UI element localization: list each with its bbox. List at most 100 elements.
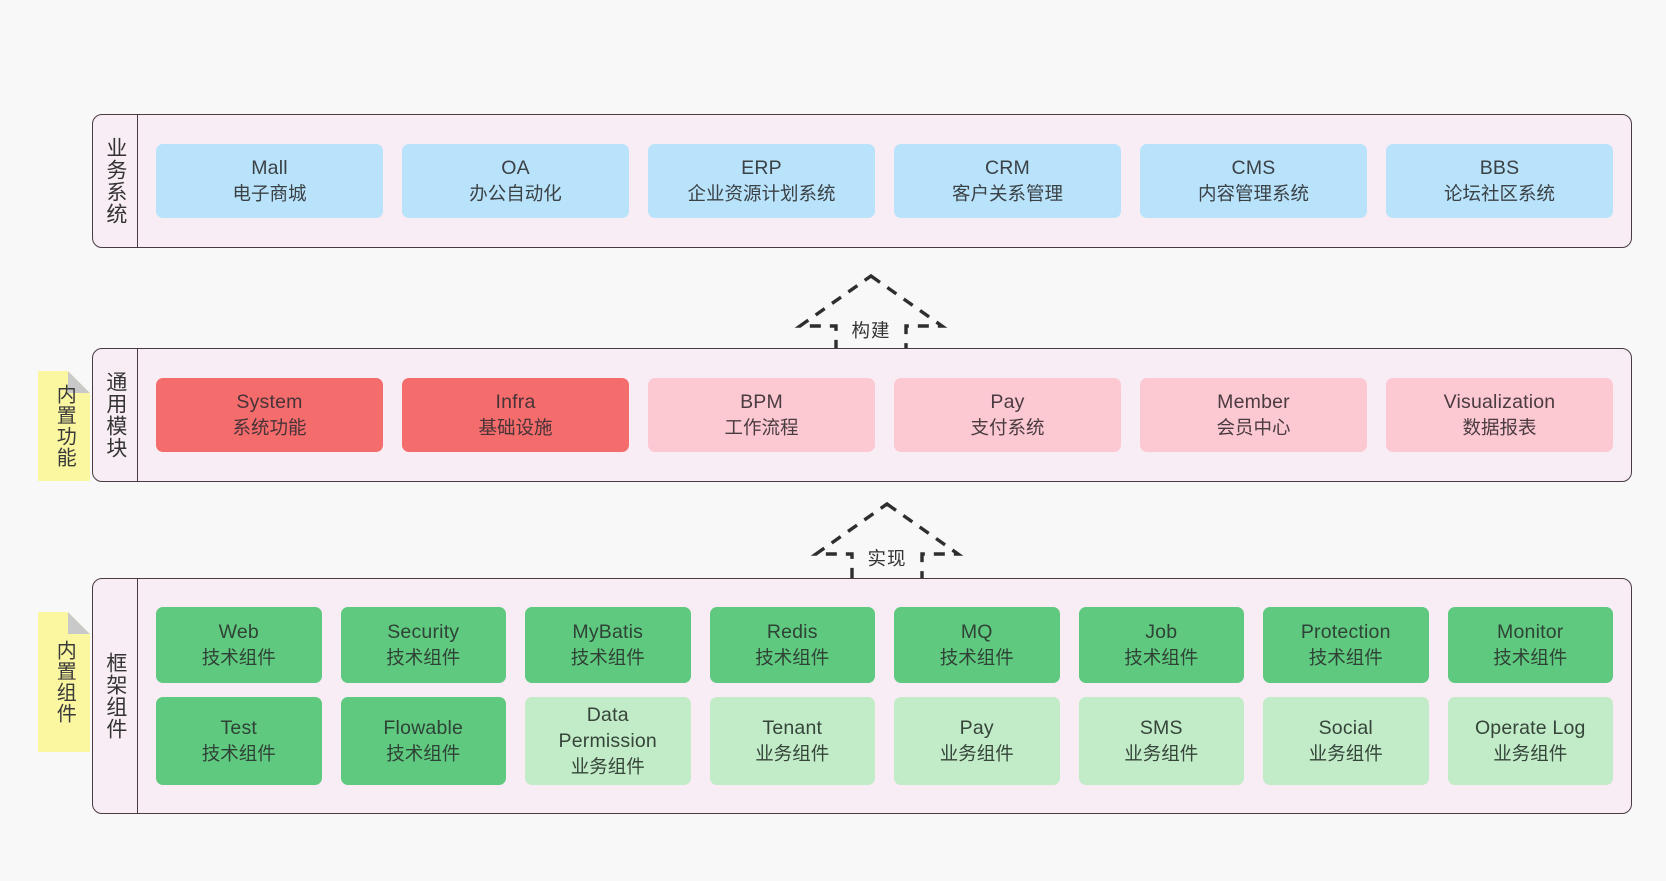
layer-business-systems: 业务系统 Mall 电子商城 OA 办公自动化 ERP 企业资源计划系统 CRM…	[92, 114, 1632, 248]
card-subtitle: 技术组件	[570, 646, 645, 668]
card-title: Data Permission	[558, 704, 657, 752]
card-title: MyBatis	[572, 620, 644, 643]
card-bpm[interactable]: BPM 工作流程	[648, 378, 875, 452]
card-subtitle: 技术组件	[1493, 646, 1568, 668]
card-row: Test 技术组件 Flowable 技术组件 Data Permission …	[156, 697, 1613, 785]
connector-label-build: 构建	[851, 320, 891, 341]
layer-body-business: Mall 电子商城 OA 办公自动化 ERP 企业资源计划系统 CRM 客户关系…	[138, 115, 1631, 247]
card-member[interactable]: Member 会员中心	[1140, 378, 1367, 452]
card-test[interactable]: Test 技术组件	[156, 697, 322, 785]
card-subtitle: 业务组件	[570, 755, 645, 777]
sticky-note-builtin-components: 内置组件	[38, 612, 90, 752]
card-infra[interactable]: Infra 基础设施	[402, 378, 629, 452]
layer-body-common: System 系统功能 Infra 基础设施 BPM 工作流程 Pay 支付系统…	[138, 349, 1631, 481]
card-title: Web	[218, 620, 259, 643]
card-erp[interactable]: ERP 企业资源计划系统	[648, 144, 875, 218]
layer-title-framework: 框架组件	[93, 579, 138, 813]
card-title: Monitor	[1497, 620, 1564, 643]
card-tenant[interactable]: Tenant 业务组件	[709, 697, 875, 785]
card-title: Mall	[251, 156, 288, 179]
card-oa[interactable]: OA 办公自动化	[402, 144, 629, 218]
card-flowable[interactable]: Flowable 技术组件	[340, 697, 506, 785]
card-subtitle: 内容管理系统	[1197, 182, 1309, 204]
card-title: Security	[387, 620, 460, 643]
card-title: Flowable	[383, 716, 464, 739]
layer-framework-components: 框架组件 Web 技术组件 Security 技术组件 MyBatis 技术组件…	[92, 578, 1632, 814]
card-title: Redis	[766, 620, 818, 643]
card-redis[interactable]: Redis 技术组件	[709, 607, 875, 684]
card-title: Tenant	[762, 716, 823, 739]
card-row: Web 技术组件 Security 技术组件 MyBatis 技术组件 Redi…	[156, 607, 1613, 684]
folded-corner-icon	[68, 612, 90, 634]
card-subtitle: 技术组件	[1308, 646, 1383, 668]
card-monitor[interactable]: Monitor 技术组件	[1447, 607, 1613, 684]
card-row: Mall 电子商城 OA 办公自动化 ERP 企业资源计划系统 CRM 客户关系…	[156, 144, 1613, 218]
sticky-note-label: 内置功能	[53, 384, 76, 468]
card-subtitle: 论坛社区系统	[1443, 182, 1555, 204]
connector-build-arrow: 构建	[794, 272, 948, 356]
card-subtitle: 客户关系管理	[951, 182, 1063, 204]
card-title: ERP	[741, 156, 782, 179]
card-subtitle: 业务组件	[1493, 742, 1568, 764]
card-web[interactable]: Web 技术组件	[156, 607, 322, 684]
layer-title-business: 业务系统	[93, 115, 138, 247]
card-operate-log[interactable]: Operate Log 业务组件	[1447, 697, 1613, 785]
card-subtitle: 业务组件	[1124, 742, 1199, 764]
card-security[interactable]: Security 技术组件	[340, 607, 506, 684]
card-visualization[interactable]: Visualization 数据报表	[1386, 378, 1613, 452]
card-title: Test	[220, 716, 258, 739]
card-title: CRM	[984, 156, 1030, 179]
card-title: Job	[1145, 620, 1178, 643]
card-sms[interactable]: SMS 业务组件	[1078, 697, 1244, 785]
card-crm[interactable]: CRM 客户关系管理	[894, 144, 1121, 218]
sticky-note-label: 内置组件	[53, 640, 76, 724]
card-social[interactable]: Social 业务组件	[1263, 697, 1429, 785]
card-title: Social	[1318, 716, 1373, 739]
card-subtitle: 基础设施	[478, 416, 553, 438]
card-subtitle: 技术组件	[755, 646, 830, 668]
card-title: Visualization	[1443, 390, 1556, 413]
card-subtitle: 技术组件	[201, 742, 276, 764]
card-subtitle: 会员中心	[1216, 416, 1291, 438]
card-title: SMS	[1139, 716, 1183, 739]
card-pay[interactable]: Pay 支付系统	[894, 378, 1121, 452]
card-title: System	[236, 390, 303, 413]
card-subtitle: 技术组件	[939, 646, 1014, 668]
card-subtitle: 业务组件	[939, 742, 1014, 764]
card-row: System 系统功能 Infra 基础设施 BPM 工作流程 Pay 支付系统…	[156, 378, 1613, 452]
card-system[interactable]: System 系统功能	[156, 378, 383, 452]
card-subtitle: 办公自动化	[469, 182, 562, 204]
card-data-permission[interactable]: Data Permission 业务组件	[525, 697, 691, 785]
card-subtitle: 技术组件	[1124, 646, 1199, 668]
card-mall[interactable]: Mall 电子商城	[156, 144, 383, 218]
card-subtitle: 系统功能	[232, 416, 307, 438]
card-title: Protection	[1300, 620, 1391, 643]
card-mq[interactable]: MQ 技术组件	[894, 607, 1060, 684]
card-subtitle: 工作流程	[724, 416, 799, 438]
layer-body-framework: Web 技术组件 Security 技术组件 MyBatis 技术组件 Redi…	[138, 579, 1631, 813]
card-job[interactable]: Job 技术组件	[1078, 607, 1244, 684]
card-mybatis[interactable]: MyBatis 技术组件	[525, 607, 691, 684]
card-subtitle: 业务组件	[1308, 742, 1383, 764]
card-title: CMS	[1231, 156, 1276, 179]
card-title: BBS	[1479, 156, 1520, 179]
card-subtitle: 数据报表	[1462, 416, 1537, 438]
card-cms[interactable]: CMS 内容管理系统	[1140, 144, 1367, 218]
card-subtitle: 电子商城	[232, 182, 307, 204]
card-protection[interactable]: Protection 技术组件	[1263, 607, 1429, 684]
card-title: MQ	[960, 620, 993, 643]
card-title: BPM	[740, 390, 783, 413]
card-pay-component[interactable]: Pay 业务组件	[894, 697, 1060, 785]
card-subtitle: 业务组件	[755, 742, 830, 764]
layer-title-common: 通用模块	[93, 349, 138, 481]
card-title: OA	[501, 156, 530, 179]
card-subtitle: 技术组件	[201, 646, 276, 668]
card-title: Infra	[495, 390, 536, 413]
connector-implement-arrow: 实现	[810, 500, 964, 584]
card-title: Pay	[959, 716, 994, 739]
card-subtitle: 技术组件	[386, 742, 461, 764]
card-bbs[interactable]: BBS 论坛社区系统	[1386, 144, 1613, 218]
card-subtitle: 企业资源计划系统	[687, 182, 836, 204]
card-title: Operate Log	[1474, 716, 1586, 739]
